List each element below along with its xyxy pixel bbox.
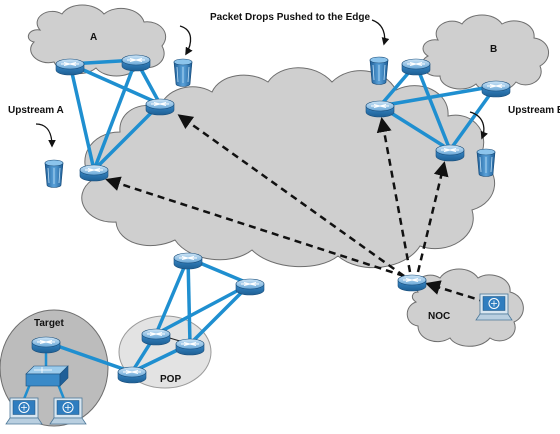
router-icon bbox=[31, 336, 61, 354]
noc-label: NOC bbox=[428, 311, 450, 322]
workstation-icon bbox=[5, 397, 43, 425]
router-icon bbox=[401, 58, 431, 76]
bit-bucket-icon bbox=[44, 159, 64, 188]
router-icon bbox=[141, 328, 171, 346]
bit-bucket-icon bbox=[476, 148, 496, 177]
drop-arrows bbox=[35, 19, 488, 148]
diagram-title: Packet Drops Pushed to the Edge bbox=[210, 12, 370, 23]
bit-bucket-icon bbox=[173, 58, 193, 87]
workstation-icon bbox=[475, 293, 513, 321]
router-icon bbox=[235, 278, 265, 296]
router-icon bbox=[145, 98, 175, 116]
router-icon bbox=[175, 338, 205, 356]
workstation-icon bbox=[49, 397, 87, 425]
bit-bucket-icon bbox=[369, 56, 389, 85]
router-icon bbox=[121, 54, 151, 72]
router-icon bbox=[55, 58, 85, 76]
upstream-a-label: Upstream A bbox=[8, 105, 64, 116]
router-icon bbox=[173, 252, 203, 270]
cloud-b bbox=[421, 14, 549, 93]
router-icon bbox=[435, 144, 465, 162]
pop-label: POP bbox=[160, 374, 181, 385]
router-icon bbox=[365, 100, 395, 118]
router-icon bbox=[397, 274, 427, 292]
target-label: Target bbox=[34, 318, 64, 329]
router-icon bbox=[117, 366, 147, 384]
router-icon bbox=[481, 80, 511, 98]
cloud-a-label: A bbox=[90, 32, 97, 43]
upstream-b-label: Upstream B bbox=[508, 105, 560, 116]
switch-icon bbox=[25, 365, 69, 387]
router-icon bbox=[79, 164, 109, 182]
dashed-arrows bbox=[105, 114, 487, 304]
cloud-b-label: B bbox=[490, 44, 497, 55]
